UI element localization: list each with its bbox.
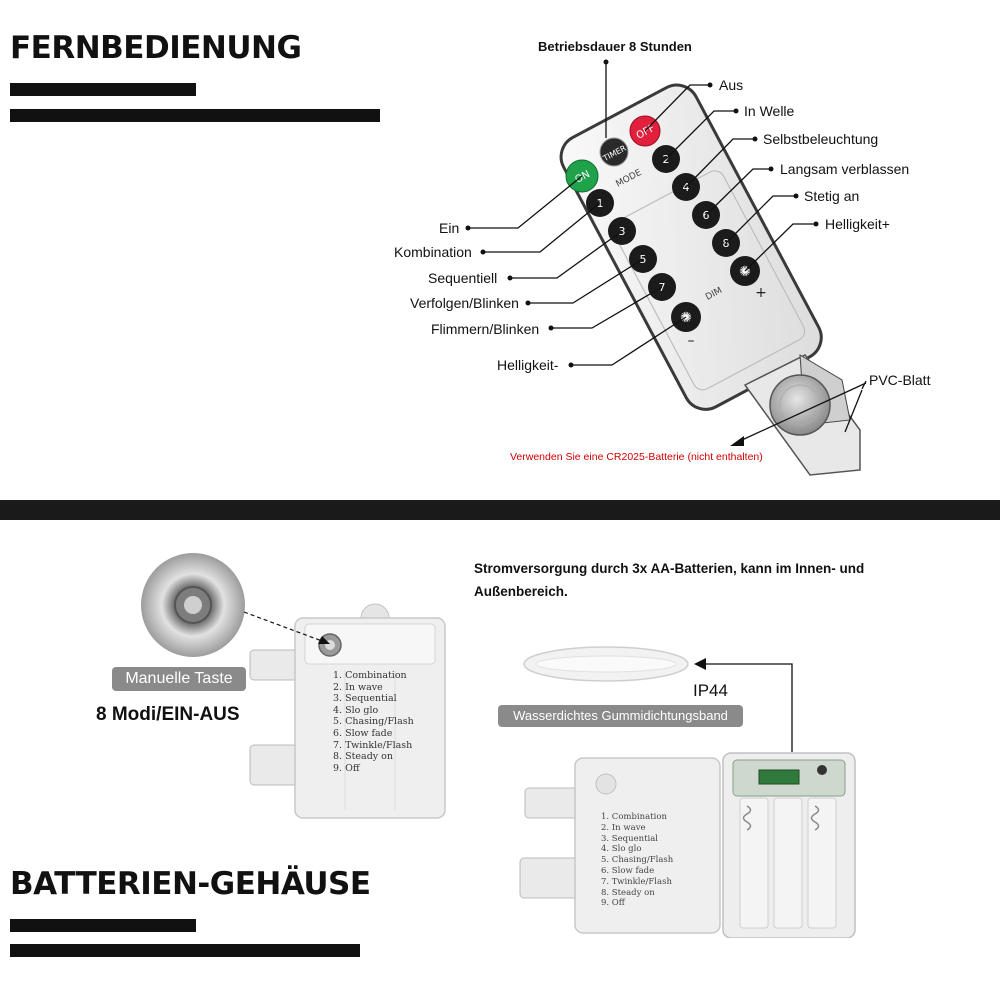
mode-item: 5. Chasing/Flash	[333, 716, 414, 728]
mode-item: 9. Off	[601, 898, 625, 909]
label-on: Ein	[439, 220, 460, 236]
coin-battery	[769, 374, 831, 436]
battery-heading: BATTERIEN-GEHÄUSE	[10, 866, 371, 902]
mode-item: 3. Sequential	[601, 833, 659, 844]
label-in-wave: In Welle	[744, 103, 795, 119]
mode-item: 1. Combination	[601, 812, 667, 822]
power-note-line1: Stromversorgung durch 3x AA-Batterien, k…	[474, 557, 914, 603]
battery-underline-short	[10, 919, 196, 932]
svg-text:+: +	[755, 285, 767, 301]
svg-text:6: 6	[703, 209, 710, 222]
mode-list-small: 1. Combination 2. In wave 3. Sequential …	[601, 812, 673, 909]
heading-underline-long	[10, 109, 380, 122]
svg-text:✺: ✺	[680, 310, 692, 326]
remote-illustration: TIMER OFF ON MODE 1 2 3 4 5 6 7 8 ✺ ✺ DI…	[465, 59, 867, 476]
power-note: Stromversorgung durch 3x AA-Batterien, k…	[474, 561, 865, 599]
mode-item: 6. Slow fade	[601, 865, 655, 876]
mode-item: 1. Combination	[333, 670, 407, 681]
svg-text:4: 4	[683, 181, 690, 194]
remote-heading: FERNBEDIENUNG	[10, 30, 302, 66]
battery-note: Verwenden Sie eine CR2025-Batterie (nich…	[510, 451, 763, 463]
mode-item: 7. Twinkle/Flash	[601, 876, 672, 887]
runtime-note: Betriebsdauer 8 Stunden	[538, 39, 692, 54]
mode-item: 3. Sequential	[333, 693, 397, 705]
label-chase-flash: Verfolgen/Blinken	[410, 295, 519, 311]
label-brightness-plus: Helligkeit+	[825, 216, 890, 232]
label-pvc-sheet: PVC-Blatt	[869, 372, 931, 388]
mode-item: 8. Steady on	[601, 887, 655, 898]
timer-button	[599, 137, 629, 167]
label-self-lighting: Selbstbeleuchtung	[763, 131, 879, 147]
mode-item: 4. Slo glo	[333, 704, 379, 716]
ip-rating: IP44	[693, 681, 728, 700]
label-off: Aus	[719, 77, 744, 93]
battery-box-closed	[249, 603, 446, 819]
mode-item: 7. Twinkle/Flash	[333, 739, 413, 751]
battery-underline-long	[10, 944, 360, 957]
label-sequential: Sequentiell	[428, 270, 498, 286]
label-slow-fade: Langsam verblassen	[780, 161, 910, 177]
mode-list: 1. Combination 2. In wave 3. Sequential …	[333, 670, 414, 774]
svg-text:8: 8	[723, 237, 730, 250]
mode-item: 9. Off	[333, 762, 360, 774]
manual-button-arrow	[243, 611, 330, 644]
battery-box-open	[519, 752, 856, 938]
mode-item: 2. In wave	[601, 822, 646, 833]
svg-text:–: –	[688, 333, 695, 349]
svg-text:2: 2	[663, 153, 670, 166]
seal-pill: Wasserdichtes Gummidichtungsband	[498, 705, 743, 727]
mode-item: 5. Chasing/Flash	[601, 855, 674, 866]
label-flicker-flash: Flimmern/Blinken	[431, 321, 540, 337]
section-divider	[0, 500, 1000, 520]
heading-underline-short	[10, 83, 196, 96]
mode-item: 2. In wave	[333, 681, 383, 693]
modes-summary: 8 Modi/EIN-AUS	[96, 704, 240, 725]
rubber-seal	[523, 646, 689, 682]
label-brightness-minus: Helligkeit-	[497, 357, 559, 373]
manual-button-pill: Manuelle Taste	[112, 667, 246, 691]
seal-arrow	[694, 658, 793, 752]
label-steady-on: Stetig an	[804, 188, 860, 204]
mode-item: 4. Slo glo	[601, 844, 642, 855]
mode-item: 6. Slow fade	[333, 727, 393, 739]
manual-button-closeup	[141, 553, 245, 657]
label-combination: Kombination	[394, 244, 472, 260]
mode-item: 8. Steady on	[333, 751, 394, 763]
svg-text:✺: ✺	[739, 264, 751, 280]
